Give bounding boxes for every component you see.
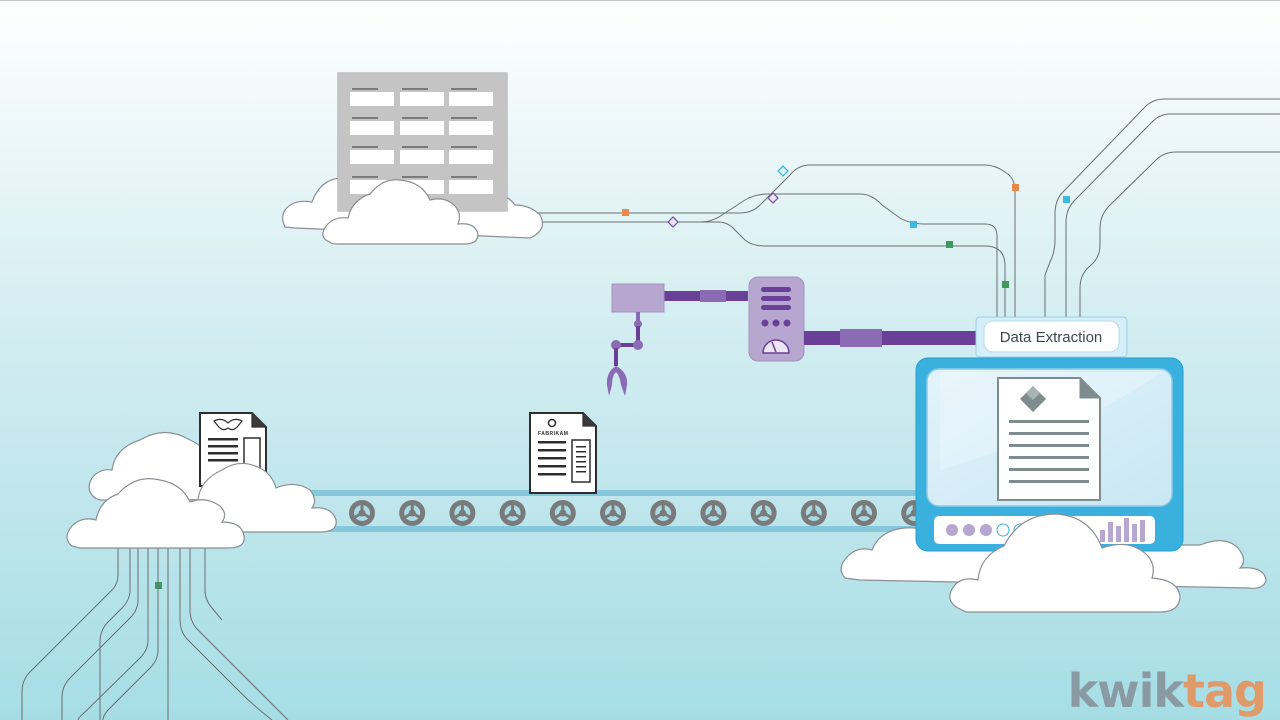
- bar-meter-icon: [1100, 518, 1145, 542]
- cloud-top-front: [322, 179, 479, 245]
- conveyor-roller-icon: [549, 500, 576, 526]
- cell-header-line: [402, 88, 428, 90]
- conveyor-roller-icon: [499, 500, 526, 526]
- node-diamond: [667, 216, 679, 228]
- cell-header-line: [451, 176, 477, 178]
- cell-header-line: [352, 176, 378, 178]
- cell-header-line: [352, 146, 378, 148]
- cell-header-line: [402, 176, 428, 178]
- table-cell: [400, 92, 444, 106]
- table-cell: [350, 92, 394, 106]
- circuit-lines-top: [528, 98, 1280, 330]
- kwiktag-logo: kwiktag: [1068, 668, 1267, 714]
- table-cell: [400, 121, 444, 135]
- top-border: [0, 0, 1280, 1]
- conveyor-roller-icon: [800, 500, 827, 526]
- table-cell: [350, 121, 394, 135]
- cell-header-line: [451, 117, 477, 119]
- cell-header-line: [402, 117, 428, 119]
- logo-part-2: tag: [1183, 664, 1267, 718]
- conveyor-belt: [300, 490, 940, 532]
- cell-header-line: [352, 117, 378, 119]
- control-panel-icon: [748, 276, 805, 362]
- conveyor-roller-icon: [851, 500, 877, 526]
- table-cell: [400, 150, 444, 164]
- gripper-claw-icon: [606, 366, 628, 396]
- table-cell: [449, 92, 493, 106]
- cell-header-line: [451, 88, 477, 90]
- connector-pipe: [804, 329, 978, 347]
- node-cyan: [910, 221, 917, 228]
- conveyor-roller-icon: [449, 500, 476, 526]
- conveyor-roller-icon: [750, 500, 777, 526]
- winged-logo-icon: [213, 418, 243, 431]
- conveyor-roller-icon: [650, 500, 677, 526]
- node-green: [1002, 281, 1009, 288]
- node-orange: [622, 209, 629, 216]
- node-orange: [1012, 184, 1019, 191]
- conveyor-roller-icon: [600, 500, 626, 526]
- table-cell: [350, 150, 394, 164]
- node-cyan: [1063, 196, 1070, 203]
- circuit-lines-bottom: [21, 548, 289, 720]
- node-green: [946, 241, 953, 248]
- monitor-icon: [915, 357, 1184, 552]
- gear-logo-icon: [547, 418, 557, 428]
- document-icon: FABRIKAM: [529, 412, 597, 494]
- conveyor-roller-icon: [700, 500, 727, 526]
- document-brand: FABRIKAM: [538, 431, 568, 437]
- cell-header-line: [352, 88, 378, 90]
- data-extraction-label-box: Data Extraction: [975, 316, 1128, 358]
- node-diamond: [767, 192, 779, 204]
- robot-arm-icon: [606, 283, 748, 396]
- conveyor-roller-icon: [349, 500, 375, 526]
- gauge-icon: [762, 339, 790, 354]
- node-diamond: [777, 165, 789, 177]
- cell-header-line: [402, 146, 428, 148]
- cloud-left-front: [66, 478, 245, 549]
- cell-header-line: [451, 146, 477, 148]
- conveyor-roller-icon: [399, 500, 426, 526]
- logo-part-1: kwik: [1067, 664, 1184, 718]
- table-cell: [449, 121, 493, 135]
- table-cell: [449, 150, 493, 164]
- conveyor-rollers: [349, 500, 928, 526]
- cloud-right-front: [949, 513, 1181, 613]
- document-icon: [997, 377, 1101, 501]
- table-cell: [449, 180, 493, 194]
- stage-label: Data Extraction: [1000, 329, 1103, 346]
